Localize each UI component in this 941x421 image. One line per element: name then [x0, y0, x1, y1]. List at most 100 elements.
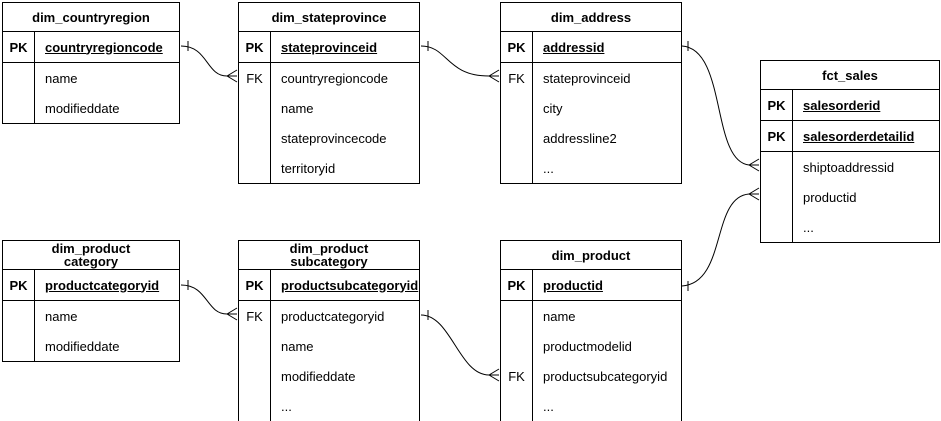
- table-row-stateprovinceid[interactable]: FK stateprovinceid: [501, 63, 681, 93]
- relationship-productcategory-productsubcategory[interactable]: [180, 280, 238, 321]
- field-name: name: [281, 338, 314, 354]
- table-title[interactable]: dim_product: [501, 241, 681, 270]
- key-cell-empty: [239, 153, 271, 183]
- table-title[interactable]: dim_stateprovince: [239, 3, 419, 32]
- crow-foot-icon: [748, 187, 760, 201]
- table-row-countryregioncode[interactable]: FK countryregioncode: [239, 63, 419, 93]
- key-cell-empty: [3, 93, 35, 123]
- key-cell-empty: [761, 152, 793, 182]
- table-row-name[interactable]: name: [239, 93, 419, 123]
- table-title-line: fct_sales: [822, 67, 878, 83]
- field-name: ...: [543, 398, 554, 414]
- table-row-productmodelid[interactable]: productmodelid: [501, 331, 681, 361]
- field-name: salesorderdetailid: [803, 128, 915, 144]
- field-name: productsubcategoryid: [543, 368, 668, 384]
- key-cell-empty: [501, 301, 533, 331]
- relationship-line: [180, 284, 228, 315]
- table-row-productid[interactable]: PK productid: [501, 270, 681, 301]
- table-row-name[interactable]: name: [3, 301, 179, 331]
- pk-badge: PK: [761, 121, 793, 151]
- field-name: modifieddate: [45, 338, 120, 354]
- relationship-product-fctsales[interactable]: [681, 187, 760, 291]
- table-row-stateprovincecode[interactable]: stateprovincecode: [239, 123, 419, 153]
- key-cell-empty: [501, 391, 533, 421]
- crow-foot-icon: [226, 307, 238, 321]
- table-row-stateprovinceid[interactable]: PK stateprovinceid: [239, 32, 419, 63]
- table-row-modifieddate[interactable]: modifieddate: [3, 331, 179, 361]
- pk-badge: PK: [761, 90, 793, 120]
- key-cell-empty: [761, 182, 793, 212]
- relationship-productsubcategory-product[interactable]: [420, 310, 500, 382]
- pk-badge: PK: [239, 32, 271, 62]
- fk-badge: FK: [501, 63, 533, 93]
- crow-foot-icon: [748, 158, 760, 172]
- relationship-countryregion-stateprovince[interactable]: [180, 41, 238, 83]
- table-title[interactable]: dim_address: [501, 3, 681, 32]
- table-row-ellipsis[interactable]: ...: [239, 391, 419, 421]
- field-name: countryregioncode: [281, 70, 388, 86]
- relationship-line: [420, 45, 490, 77]
- table-row-ellipsis[interactable]: ...: [761, 212, 939, 242]
- crow-foot-icon: [226, 69, 238, 83]
- table-row-territoryid[interactable]: territoryid: [239, 153, 419, 183]
- table-row-productid[interactable]: productid: [761, 182, 939, 212]
- field-name: shiptoaddressid: [803, 159, 895, 175]
- table-row-salesorderdetailid[interactable]: PK salesorderdetailid: [761, 121, 939, 152]
- field-name: name: [281, 100, 314, 116]
- key-cell-empty: [239, 391, 271, 421]
- field-name: stateprovinceid: [543, 70, 631, 86]
- table-row-city[interactable]: city: [501, 93, 681, 123]
- table-row-name[interactable]: name: [501, 301, 681, 331]
- field-name: productmodelid: [543, 338, 632, 354]
- relationship-stateprovince-address[interactable]: [420, 41, 500, 83]
- key-cell-empty: [3, 63, 35, 93]
- table-row-ellipsis[interactable]: ...: [501, 153, 681, 183]
- field-name: name: [45, 308, 78, 324]
- field-name: ...: [803, 219, 814, 235]
- table-row-name[interactable]: name: [239, 331, 419, 361]
- field-name: stateprovinceid: [281, 39, 378, 55]
- key-cell-empty: [239, 93, 271, 123]
- crow-foot-icon: [488, 368, 500, 382]
- key-cell-empty: [239, 361, 271, 391]
- table-row-shiptoaddressid[interactable]: shiptoaddressid: [761, 152, 939, 182]
- pk-badge: PK: [501, 270, 533, 300]
- relationship-line: [420, 314, 490, 376]
- relationship-address-fctsales[interactable]: [681, 41, 760, 172]
- table-row-addressline2[interactable]: addressline2: [501, 123, 681, 153]
- table-title[interactable]: dim_countryregion: [3, 3, 179, 32]
- field-name: productid: [543, 277, 603, 293]
- pk-badge: PK: [239, 270, 271, 300]
- key-cell-empty: [3, 331, 35, 361]
- table-title[interactable]: fct_sales: [761, 61, 939, 90]
- field-name: city: [543, 100, 563, 116]
- table-row-modifieddate[interactable]: modifieddate: [239, 361, 419, 391]
- field-name: name: [45, 70, 78, 86]
- pk-badge: PK: [3, 270, 35, 300]
- table-row-modifieddate[interactable]: modifieddate: [3, 93, 179, 123]
- relationship-line: [681, 45, 750, 166]
- table-row-name[interactable]: name: [3, 63, 179, 93]
- key-cell-empty: [239, 331, 271, 361]
- table-row-ellipsis[interactable]: ...: [501, 391, 681, 421]
- key-cell-empty: [501, 93, 533, 123]
- relationship-line: [180, 45, 228, 77]
- fk-badge: FK: [239, 63, 271, 93]
- erd-table-dim_product[interactable]: dim_product PK productid name productmodeli…: [500, 240, 682, 421]
